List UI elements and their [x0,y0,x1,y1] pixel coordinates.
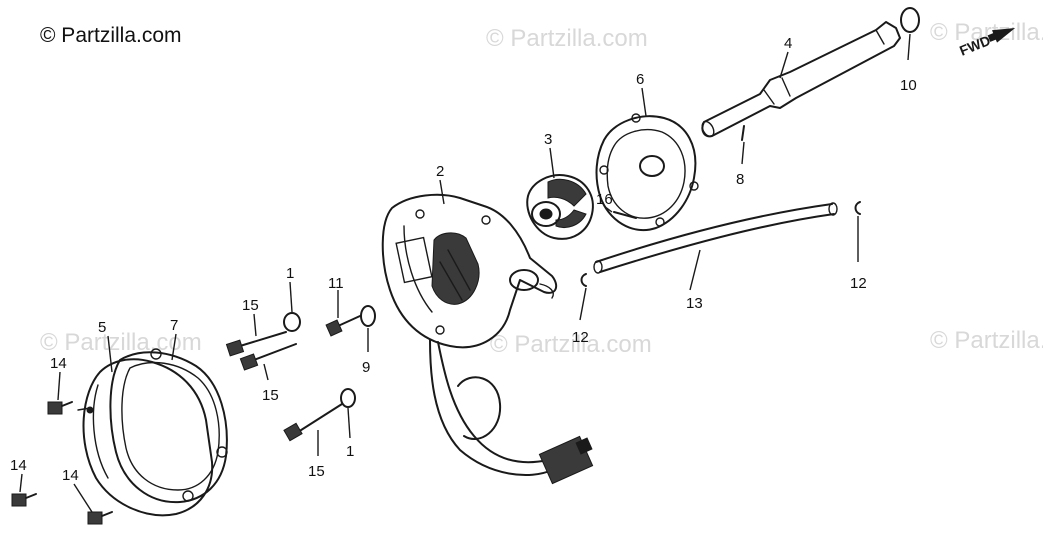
part-washer-1-bottom[interactable] [340,388,356,408]
label-part-5: 5 [98,319,106,336]
label-part-11: 11 [328,275,344,292]
label-part-15-upper: 15 [242,297,259,314]
label-part-13: 13 [686,295,703,312]
arrow-shaft [987,32,999,42]
part-washer-1-top[interactable] [283,312,301,332]
label-part-2: 2 [436,163,444,180]
part-stator-2[interactable] [381,193,594,485]
part-rotor-3[interactable] [526,174,594,240]
watermark-top: © Partzilla.com [486,25,648,52]
part-screw-14-c[interactable] [87,511,113,525]
part-cover-5[interactable] [77,358,214,517]
label-part-3: 3 [544,131,552,148]
label-part-15-middle: 15 [262,387,279,404]
part-bolt-11[interactable] [325,315,361,337]
part-bolt-15-upper[interactable] [225,331,287,357]
label-part-12-right: 12 [850,275,867,292]
part-screw-14-a[interactable] [47,401,73,415]
label-part-4: 4 [784,35,792,52]
label-part-12-left: 12 [572,329,589,346]
part-pin-8[interactable] [741,125,745,141]
watermark-right: © Partzilla.com [930,327,1043,354]
leader-lines [19,33,911,513]
watermark-middle: © Partzilla.com [490,331,652,358]
part-clip-12-left[interactable] [580,273,587,287]
label-part-1-bottom: 1 [346,443,354,460]
part-pin-16[interactable] [613,211,637,219]
copyright-text: © Partzilla.com [40,24,182,47]
part-bolt-15-middle[interactable] [239,343,297,371]
part-washer-9[interactable] [360,305,376,327]
label-part-1-top: 1 [286,265,294,282]
part-housing-cover-6[interactable] [595,113,699,231]
label-part-10: 10 [900,77,917,94]
label-part-16: 16 [596,191,613,208]
part-tube-4[interactable] [700,21,901,138]
part-number-labels: 5 7 2 3 6 4 10 8 16 13 12 12 11 9 1 1 15… [10,35,917,484]
label-part-14-c: 14 [62,467,79,484]
label-part-14-b: 14 [10,457,27,474]
label-part-14-a: 14 [50,355,67,372]
part-screw-14-b[interactable] [11,493,37,507]
part-gasket-7[interactable] [109,348,228,504]
label-part-8: 8 [736,171,744,188]
part-clip-12-right[interactable] [854,201,861,215]
forward-direction-arrow: FWD [957,28,1016,59]
label-part-15-lower: 15 [308,463,325,480]
watermark-top-right: © Partzilla.com [930,19,1043,46]
part-bolt-15-lower[interactable] [283,403,343,442]
label-part-9: 9 [362,359,370,376]
part-hose-13[interactable] [593,202,838,274]
label-part-6: 6 [636,71,644,88]
label-part-7: 7 [170,317,178,334]
part-oring-10[interactable] [900,7,920,33]
